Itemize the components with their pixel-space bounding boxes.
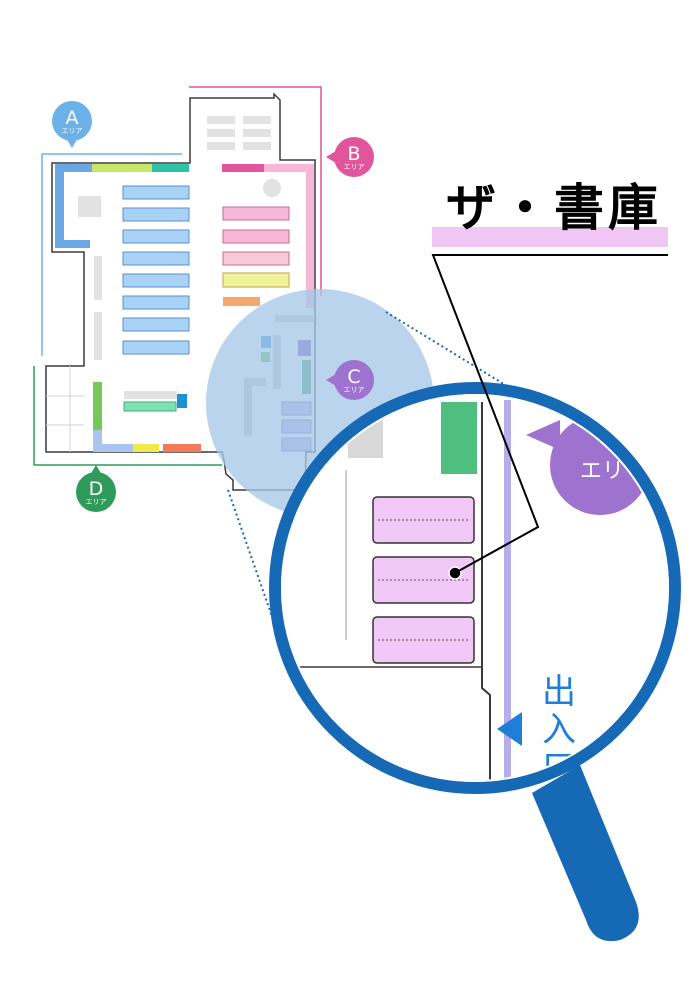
wall-shelf	[306, 172, 314, 308]
area-a-letter: A	[66, 107, 79, 129]
fixture	[124, 391, 177, 399]
area-a-boundary	[41, 153, 182, 356]
wall-shelf	[93, 382, 102, 430]
area-b-boundary	[189, 86, 322, 296]
zoom-area-c-pointer	[526, 420, 560, 450]
zoom-area-sublabel: エリ	[580, 459, 624, 484]
shelf	[122, 229, 190, 244]
area-b-sublabel: エリア	[344, 163, 365, 171]
wall-shelf	[93, 444, 133, 452]
wall-shelf	[152, 164, 189, 172]
area-c-sublabel: エリア	[344, 386, 365, 394]
entrance-char: 出	[542, 672, 576, 712]
wall-shelf	[55, 240, 90, 248]
area-marker-b: B エリア	[326, 137, 374, 177]
fixture	[78, 196, 101, 217]
fixtures-top-room	[78, 116, 281, 399]
fixture	[243, 142, 271, 150]
shelf	[177, 394, 187, 408]
area-marker-bubble	[52, 101, 92, 141]
area-d-sublabel: エリア	[86, 498, 107, 506]
area-b-shelves	[222, 164, 314, 308]
area-marker-pointer	[326, 151, 336, 163]
shelf	[222, 229, 290, 244]
shelf	[122, 273, 190, 288]
fixture	[243, 116, 271, 124]
entrance-char: 入	[542, 710, 576, 750]
callout-title-highlight	[432, 227, 668, 247]
area-marker-d: D エリア	[76, 465, 116, 512]
pillar	[263, 179, 281, 197]
area-b-letter: B	[347, 143, 360, 165]
shelf	[122, 295, 190, 310]
area-marker-bubble	[334, 360, 374, 400]
area-a-shelves	[55, 164, 190, 355]
shelf	[222, 206, 290, 221]
shelf	[123, 401, 177, 412]
wall-shelf	[93, 430, 102, 452]
area-marker-pointer	[66, 138, 78, 148]
shelf	[122, 340, 190, 355]
fixture	[94, 256, 102, 300]
area-marker-a: A エリア	[52, 101, 92, 148]
fixture	[207, 116, 235, 124]
wall-shelf	[163, 444, 201, 452]
shelf	[222, 251, 290, 266]
fixture	[207, 129, 235, 137]
magnifier-frame	[269, 382, 681, 942]
area-d-boundary	[33, 366, 222, 466]
shelf	[223, 297, 260, 306]
area-marker-pointer	[90, 465, 102, 475]
area-marker-c: C エリア	[326, 360, 374, 400]
shelf	[122, 185, 190, 200]
zoom-green-shelf	[441, 402, 477, 474]
fixture	[243, 129, 271, 137]
area-a-sublabel: エリア	[62, 127, 83, 135]
shelf	[122, 317, 190, 332]
section-title: ザ・書庫	[446, 179, 662, 237]
wall-shelf	[133, 444, 159, 452]
wall-shelf	[264, 164, 314, 172]
zoom-guide-line	[227, 489, 277, 629]
wall-shelf	[55, 164, 64, 248]
area-c-letter: C	[347, 366, 360, 388]
entrance-arrow-icon	[497, 712, 522, 746]
wall-shelf	[222, 164, 264, 172]
shelf	[122, 207, 190, 222]
zoom-wall-outline	[481, 402, 491, 780]
shelf	[222, 272, 290, 288]
wall-shelf	[55, 164, 92, 172]
area-d-shelves	[93, 382, 201, 452]
fixture	[94, 312, 102, 360]
area-marker-bubble	[334, 137, 374, 177]
area-d-letter: D	[89, 478, 104, 500]
area-marker-bubble	[76, 472, 116, 512]
zoom-route-line	[504, 400, 511, 784]
magnifier-ring	[269, 382, 681, 794]
magnifier-inner-ring	[281, 394, 669, 782]
fixture	[207, 142, 235, 150]
wall-shelf	[92, 164, 152, 172]
area-boundaries	[33, 86, 322, 466]
magnifier-handle	[532, 765, 639, 942]
area-marker-pointer	[326, 374, 336, 386]
shelf	[122, 251, 190, 266]
callout-leader-line	[431, 254, 668, 574]
